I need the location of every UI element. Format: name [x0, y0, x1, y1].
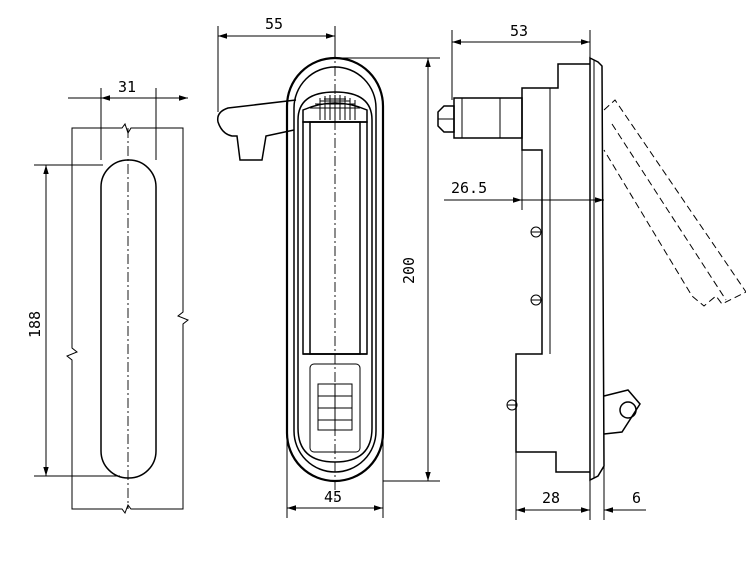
side-screw [506, 226, 542, 411]
side-hinge-tab [603, 389, 641, 435]
front-view: 55 200 45 [216, 15, 440, 518]
left-plate-outline [66, 122, 189, 515]
front-handle-lever [216, 99, 297, 161]
left-view: 31 188 [26, 78, 189, 515]
dim-55-label: 55 [265, 15, 283, 33]
side-nut [437, 105, 455, 133]
dim-188-label: 188 [26, 311, 44, 338]
side-view: 53 26.5 28 6 [437, 22, 746, 520]
side-body [515, 63, 590, 473]
dim-26-5-label: 26.5 [451, 179, 487, 197]
dim-31-label: 31 [118, 78, 136, 96]
side-shaft [453, 97, 523, 139]
dim-200-label: 200 [400, 257, 418, 284]
front-inner-recess [297, 91, 373, 463]
dim-6-label: 6 [632, 489, 641, 507]
dim-45-label: 45 [324, 488, 342, 506]
side-handle-open-dashed [603, 99, 746, 307]
side-hinge-hole [619, 401, 637, 419]
dim-53-label: 53 [510, 22, 528, 40]
left-slot [100, 159, 157, 479]
dim-28-label: 28 [542, 489, 560, 507]
side-front-plate [589, 56, 605, 482]
